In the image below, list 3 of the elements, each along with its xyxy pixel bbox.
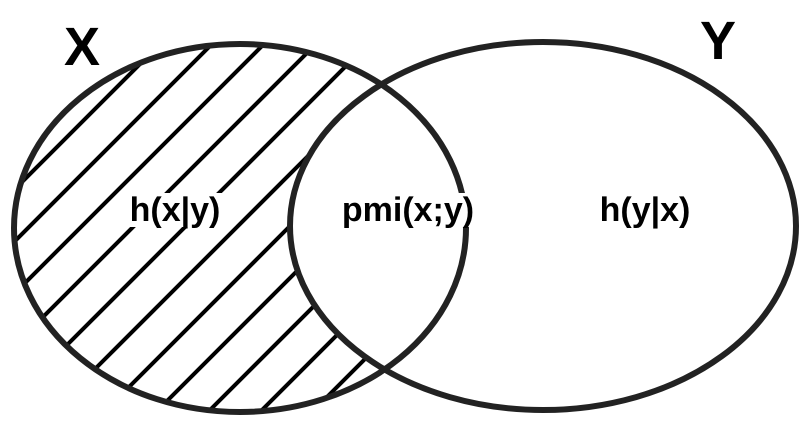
region-label: h(x|y): [128, 193, 222, 227]
set-name: X: [64, 20, 100, 74]
set-name: Y: [700, 14, 736, 68]
